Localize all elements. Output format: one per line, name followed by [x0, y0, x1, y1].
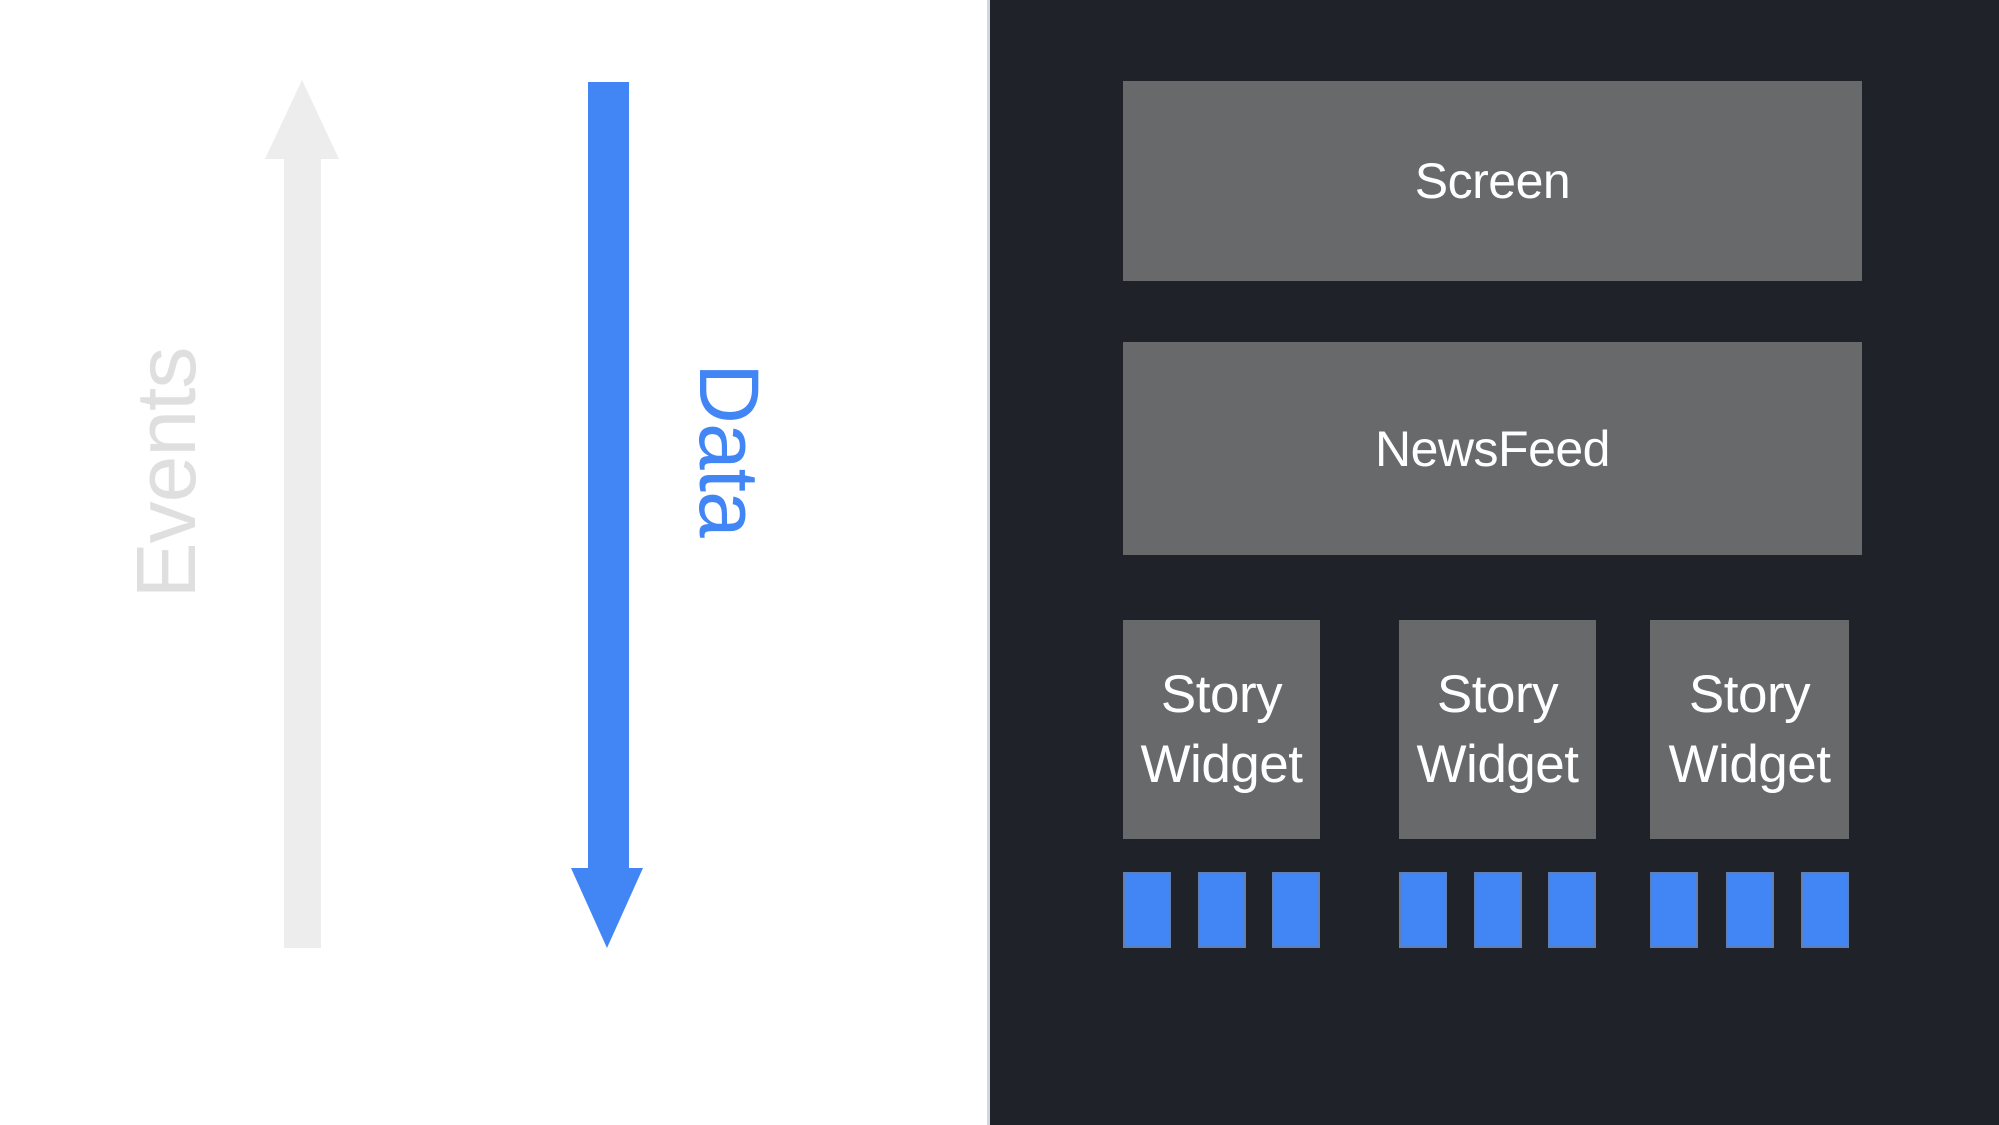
- story-widget-label: Story Widget: [1416, 664, 1579, 794]
- story-widget-label: Story Widget: [1668, 664, 1831, 794]
- newsfeed-box: NewsFeed: [1123, 342, 1862, 555]
- data-square: [1473, 872, 1522, 948]
- story-widget-box: Story Widget: [1399, 620, 1596, 839]
- widget-tree-panel: Screen NewsFeed Story Widget Story Widge…: [987, 0, 1999, 1125]
- screen-label: Screen: [1414, 153, 1571, 209]
- data-label: Data: [682, 363, 776, 537]
- data-squares-row: [1123, 872, 1320, 948]
- data-squares-row: [1399, 872, 1596, 948]
- screen-box: Screen: [1123, 81, 1862, 281]
- data-square: [1548, 872, 1596, 948]
- events-label: Events: [119, 347, 213, 599]
- events-up-arrow-icon: [265, 80, 339, 159]
- data-square: [1399, 872, 1447, 948]
- events-arrow-shaft: [284, 157, 321, 948]
- newsfeed-label: NewsFeed: [1375, 420, 1611, 477]
- data-square: [1650, 872, 1698, 948]
- flow-panel: Events Data: [0, 0, 987, 1125]
- data-square: [1801, 872, 1849, 948]
- data-square: [1197, 872, 1246, 948]
- data-square: [1272, 872, 1320, 948]
- data-square: [1725, 872, 1774, 948]
- story-widget-label: Story Widget: [1140, 664, 1303, 794]
- data-square: [1123, 872, 1171, 948]
- story-widget-box: Story Widget: [1650, 620, 1849, 839]
- story-widget-box: Story Widget: [1123, 620, 1320, 839]
- data-squares-row: [1650, 872, 1849, 948]
- data-arrow-shaft: [588, 82, 629, 870]
- data-down-arrow-icon: [571, 868, 643, 948]
